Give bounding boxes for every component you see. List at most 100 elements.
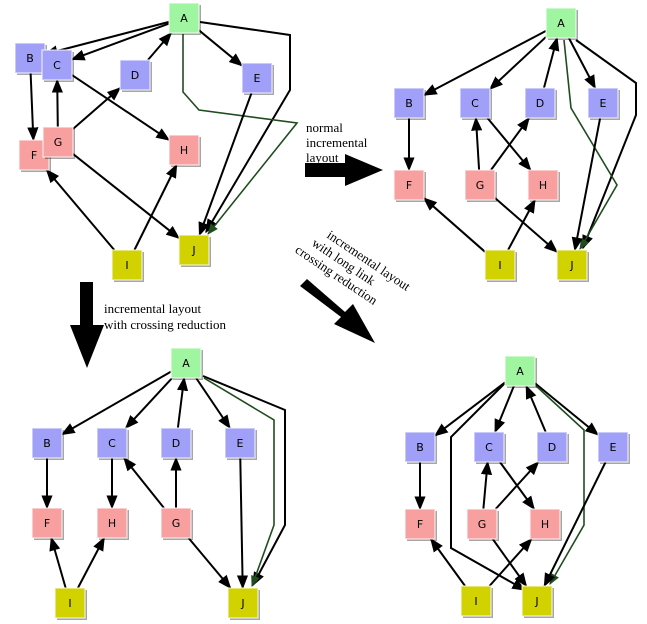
node-label: E <box>237 437 244 450</box>
edge-G-to-J <box>494 197 559 253</box>
node-D[interactable]: D <box>536 431 569 464</box>
edge-A-to-B <box>433 381 506 437</box>
edge-A-to-E <box>534 382 600 436</box>
node-box <box>393 169 425 201</box>
node-box <box>473 431 505 463</box>
node-A[interactable]: A <box>504 355 537 388</box>
node-label: A <box>180 12 188 25</box>
edge-E-to-J <box>543 461 607 588</box>
node-A[interactable]: A <box>545 7 578 40</box>
node-label: A <box>182 357 190 370</box>
edge-A-to-J-long-highlight <box>534 384 585 585</box>
edge-C-to-H <box>71 74 171 141</box>
panel-edges-crossing-reduction <box>41 370 286 590</box>
node-box <box>404 508 436 540</box>
node-label: I <box>68 597 71 610</box>
node-label: G <box>476 179 485 192</box>
node-box <box>54 587 86 619</box>
node-C[interactable]: C <box>96 427 129 460</box>
node-box <box>556 249 588 281</box>
node-J[interactable]: J <box>178 234 211 267</box>
node-label: H <box>539 179 547 192</box>
node-F[interactable]: F <box>404 508 437 541</box>
node-B[interactable]: B <box>31 427 64 460</box>
edge-G-to-D <box>72 87 122 130</box>
node-label: J <box>534 595 538 608</box>
node-G[interactable]: G <box>160 507 193 540</box>
node-F[interactable]: F <box>31 507 64 540</box>
edge-C-to-H <box>486 117 532 172</box>
edge-I-to-H <box>507 198 536 251</box>
node-label: C <box>53 59 61 72</box>
node-D[interactable]: D <box>524 87 557 120</box>
node-box <box>393 87 425 119</box>
edge-D-to-A <box>525 384 547 433</box>
edge-A-to-B <box>60 370 172 436</box>
node-I[interactable]: I <box>460 585 493 618</box>
node-F[interactable]: F <box>393 169 426 202</box>
panel-edges-normal-incremental <box>403 30 637 253</box>
node-label: D <box>536 97 544 110</box>
edge-A-to-B <box>43 20 170 57</box>
node-D[interactable]: D <box>119 59 152 92</box>
node-J[interactable]: J <box>521 585 554 618</box>
node-G[interactable]: G <box>464 169 497 202</box>
node-G[interactable]: G <box>42 126 75 159</box>
node-J[interactable]: J <box>227 587 260 620</box>
edge-G-to-C <box>480 460 493 510</box>
edge-D-to-A <box>542 36 560 89</box>
edge-G-to-C <box>51 78 63 128</box>
node-I[interactable]: I <box>111 249 144 282</box>
node-E[interactable]: E <box>224 427 257 460</box>
node-box <box>504 355 536 387</box>
node-box <box>484 249 516 281</box>
edge-D-to-A <box>176 376 189 429</box>
node-label: B <box>416 441 424 454</box>
edge-I-to-H <box>488 537 533 587</box>
edge-A-to-C <box>124 377 173 430</box>
edges-layer <box>27 20 637 591</box>
edge-C-to-H <box>499 461 535 511</box>
edge-A-to-C <box>488 36 547 91</box>
node-box <box>459 87 491 119</box>
edge-E-to-J <box>571 117 602 252</box>
node-box <box>18 139 50 171</box>
node-B[interactable]: B <box>393 87 426 120</box>
node-box <box>524 87 556 119</box>
node-H[interactable]: H <box>529 508 562 541</box>
node-label: D <box>131 69 139 82</box>
caption-crossing-reduction: incremental layout with crossing reducti… <box>104 301 227 332</box>
caption-line: incremental <box>306 135 368 150</box>
edge-A-to-J-long <box>450 382 527 591</box>
node-H[interactable]: H <box>96 507 129 540</box>
node-C[interactable]: C <box>459 87 492 120</box>
caption-line: with crossing reduction <box>104 317 227 332</box>
node-I[interactable]: I <box>484 249 517 282</box>
node-box <box>241 62 273 94</box>
node-C[interactable]: C <box>41 49 74 82</box>
node-E[interactable]: E <box>241 62 274 95</box>
node-box <box>404 431 436 463</box>
node-A[interactable]: A <box>168 2 201 35</box>
node-A[interactable]: A <box>170 347 203 380</box>
node-label: F <box>417 518 423 531</box>
node-D[interactable]: D <box>160 427 193 460</box>
node-B[interactable]: B <box>404 431 437 464</box>
node-J[interactable]: J <box>556 249 589 282</box>
node-E[interactable]: E <box>597 431 630 464</box>
node-H[interactable]: H <box>168 134 201 167</box>
node-C[interactable]: C <box>473 431 506 464</box>
edge-A-to-J-long <box>202 375 286 587</box>
edge-B-to-F <box>27 72 39 142</box>
node-label: C <box>471 97 479 110</box>
node-box <box>464 169 496 201</box>
node-I[interactable]: I <box>54 587 87 620</box>
edge-E-to-J <box>198 92 253 237</box>
node-H[interactable]: H <box>527 169 560 202</box>
node-E[interactable]: E <box>587 87 620 120</box>
node-F[interactable]: F <box>18 139 51 172</box>
panel-nodes-normal-incremental: A B C D E F G H I J <box>393 7 620 282</box>
node-G[interactable]: G <box>466 508 499 541</box>
node-box <box>224 427 256 459</box>
